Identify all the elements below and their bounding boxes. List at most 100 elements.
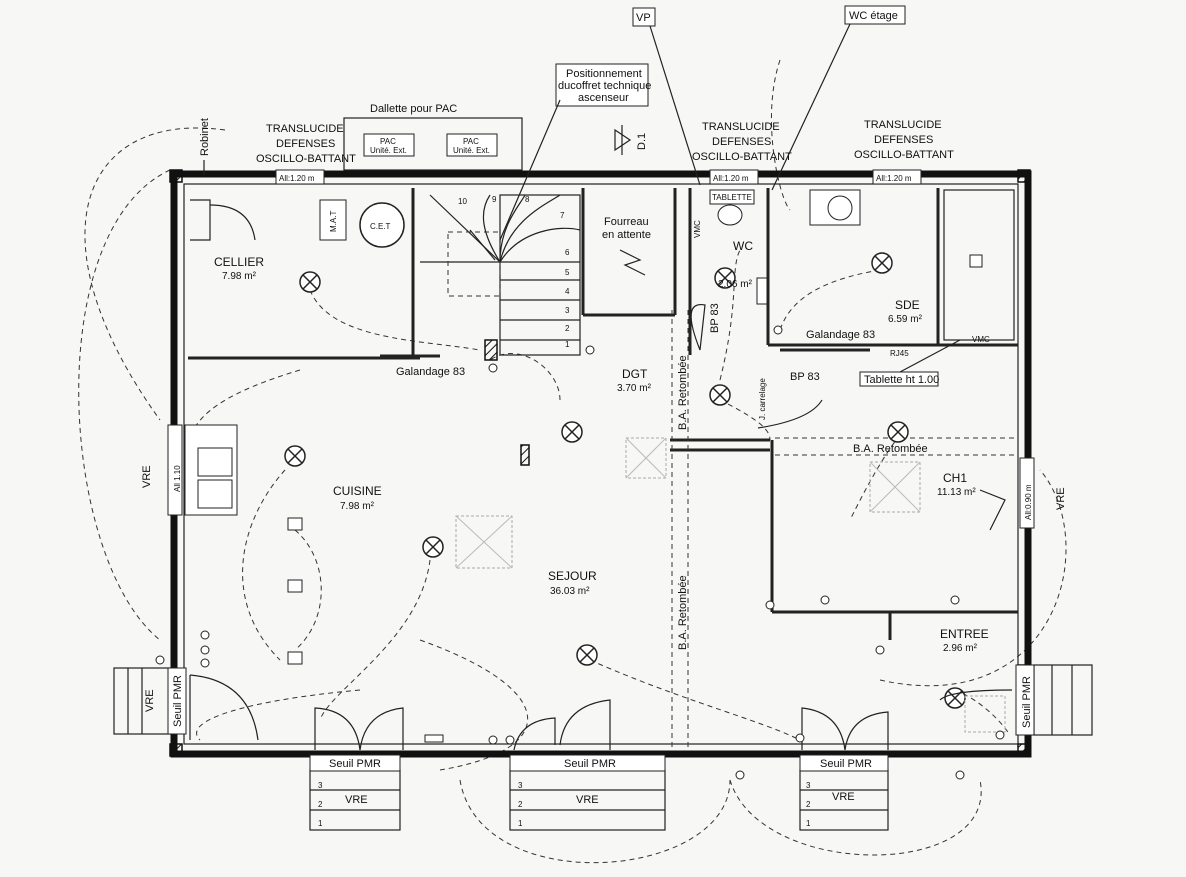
room-area-wc: 2.06 m² (718, 279, 753, 290)
window-size-cuisine: All 1.10 (173, 465, 182, 492)
vre-steps-3: VRE (832, 791, 855, 803)
retombee-vertical-1: B.A. Retombée (677, 355, 689, 430)
vre-east: VRE (1055, 487, 1067, 510)
stair-step-6: 6 (565, 248, 570, 257)
window-size-cellier: All:1.20 m (279, 174, 315, 183)
galandage-cellier: Galandage 83 (396, 366, 465, 378)
window-size-ch1: All:0.90 m (1024, 484, 1033, 520)
window-type-line1-a: TRANSLUCIDE (266, 123, 344, 135)
doors (189, 303, 1013, 751)
step-num-1-2: 2 (318, 800, 323, 809)
beam-retombee-lines (671, 310, 1015, 750)
cellier-equipment: C.E.T M.A.T (190, 199, 405, 248)
pac-units: PAC Unité. Ext. PAC Unité. Ext. (363, 133, 498, 157)
stair-step-4: 4 (565, 287, 570, 296)
window-size-wc: All:1.20 m (713, 174, 749, 183)
step-num-3-2: 2 (806, 800, 811, 809)
step-num-2-3: 3 (518, 781, 523, 790)
kitchen-sink (184, 424, 238, 516)
wc-vmc: VMC (693, 220, 702, 238)
washbasin-icon (827, 195, 853, 221)
room-name-cellier: CELLIER (214, 255, 264, 269)
spot-lights (287, 517, 444, 743)
step-num-1-1: 1 (318, 819, 323, 828)
cet-tank-icon (359, 202, 405, 248)
window-type-line2-b: DEFENSES (712, 136, 771, 148)
room-name-dgt: DGT (622, 367, 648, 381)
window-type-line2-c: DEFENSES (874, 134, 933, 146)
room-area-sde: 6.59 m² (888, 314, 923, 325)
bp83-wc: BP 83 (709, 303, 721, 333)
galandage-sde: Galandage 83 (806, 329, 875, 341)
window-type-line2-a: DEFENSES (276, 138, 335, 150)
room-name-sde: SDE (895, 298, 920, 312)
fourreau-line1: Fourreau (604, 216, 649, 228)
room-area-cellier: 7.98 m² (222, 271, 257, 282)
vre-steps-1: VRE (345, 794, 368, 806)
room-name-entree: ENTREE (940, 627, 989, 641)
electrical-outlets (155, 325, 1005, 780)
ascenseur-line3: ascenseur (578, 92, 629, 104)
room-area-cuisine: 7.98 m² (340, 501, 375, 512)
stair-step-1: 1 (565, 340, 570, 349)
staircase: 1 2 3 4 5 6 7 8 9 10 (420, 194, 581, 356)
ceiling-lights (284, 252, 966, 709)
dallette-label: Dallette pour PAC (370, 103, 457, 115)
mat-label: M.A.T (329, 211, 338, 232)
top-windows: All:1.20 m All:1.20 m All:1.20 m All 1.1… (167, 169, 1035, 529)
stair-step-8: 8 (525, 195, 530, 204)
window-type-line1-c: TRANSLUCIDE (864, 119, 942, 131)
exterior-steps: Seuil PMR VRE 3 2 1 Seuil PMR VRE 3 2 1 … (113, 664, 1093, 831)
window-type-line3-c: OSCILLO-BATTANT (854, 149, 954, 161)
vre-steps-2: VRE (576, 794, 599, 806)
pac-unit-1-title: PAC (380, 137, 396, 146)
stair-step-5: 5 (565, 268, 570, 277)
robinet-label: Robinet (199, 118, 211, 156)
wc-etage-label: WC étage (849, 10, 898, 22)
light-icon (944, 687, 966, 709)
seuil-pmr-5: Seuil PMR (1021, 676, 1033, 728)
room-labels: CELLIER 7.98 m² CUISINE 7.98 m² SEJOUR 3… (214, 239, 989, 654)
toilet-icon (717, 204, 743, 226)
rj45-sde: RJ45 (890, 349, 909, 358)
light-icon (887, 421, 909, 443)
rj45-placeholders: RJ45 (455, 349, 1006, 733)
room-name-ch1: CH1 (943, 471, 967, 485)
fourreau-line2: en attente (602, 229, 651, 241)
light-icon (422, 536, 444, 558)
step-num-1-3: 3 (318, 781, 323, 790)
window-type-line3-b: OSCILLO-BATTANT (692, 151, 792, 163)
ascenseur-line1: Positionnement (566, 68, 642, 80)
light-icon (709, 384, 731, 406)
seuil-pmr-3: Seuil PMR (820, 758, 872, 770)
room-name-sejour: SEJOUR (548, 569, 597, 583)
interior-walls (188, 188, 1018, 640)
window-annotations: TRANSLUCIDE DEFENSES OSCILLO-BATTANT TRA… (256, 119, 954, 165)
stair-step-9: 9 (492, 195, 497, 204)
step-num-2-1: 1 (518, 819, 523, 828)
room-name-wc: WC (733, 239, 753, 253)
stair-step-7: 7 (560, 211, 565, 220)
light-icon (284, 445, 306, 467)
light-icon (561, 421, 583, 443)
window-type-line3-a: OSCILLO-BATTANT (256, 153, 356, 165)
cet-label: C.E.T (370, 222, 391, 231)
wc-fixtures: TABLETTE VMC VMC (693, 189, 1015, 344)
light-icon (576, 644, 598, 666)
ascenseur-line2: ducoffret technique (558, 80, 651, 92)
room-name-cuisine: CUISINE (333, 484, 382, 498)
seuil-pmr-2: Seuil PMR (564, 758, 616, 770)
pac-unit-2-title: PAC (463, 137, 479, 146)
seuil-pmr-4: Seuil PMR (172, 675, 184, 727)
seuil-pmr-1: Seuil PMR (329, 758, 381, 770)
pac-unit-1-sub: Unité. Ext. (370, 146, 407, 155)
light-icon (714, 267, 736, 289)
room-area-dgt: 3.70 m² (617, 383, 652, 394)
callouts: VP WC étage Positionnement ducoffret tec… (199, 5, 961, 387)
vp-label: VP (636, 12, 651, 24)
sde-vmc: VMC (972, 335, 990, 344)
light-icon (299, 271, 321, 293)
j-carrelage: J. carrelage (758, 378, 767, 420)
section-d1-label: D.1 (636, 133, 648, 150)
